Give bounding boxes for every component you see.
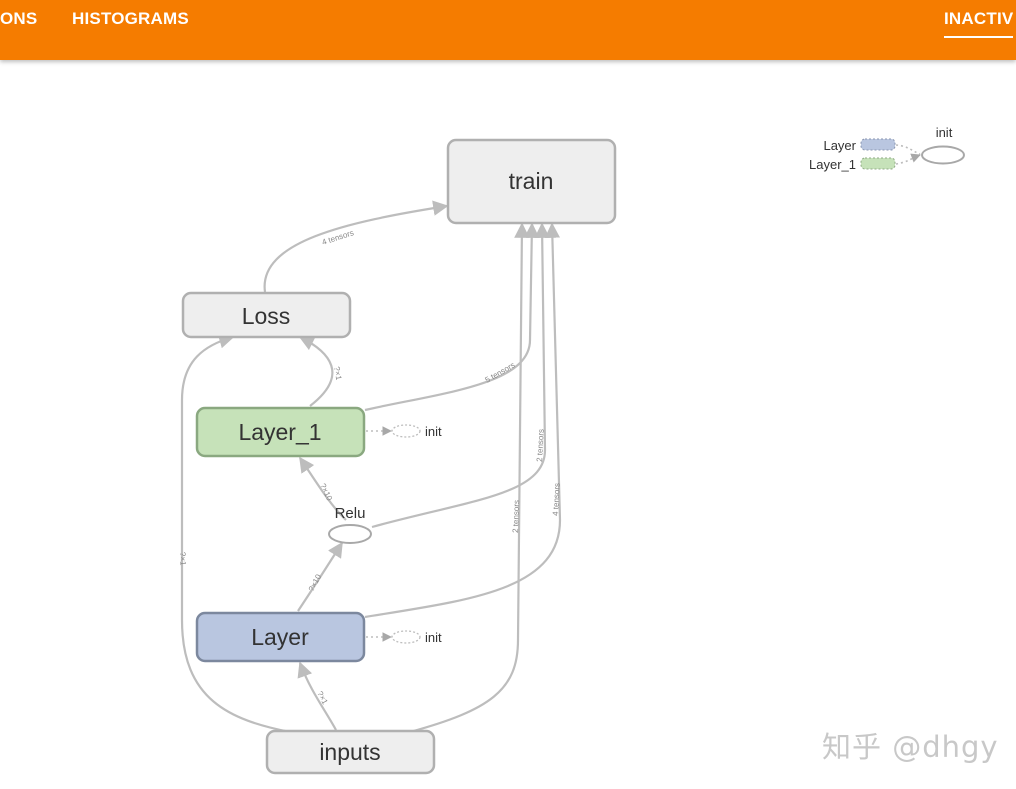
edge-label-layer1-to-train: 5 tensors xyxy=(484,360,517,384)
edge-label-loss-to-train: 4 tensors xyxy=(321,228,355,247)
init-node-layer[interactable] xyxy=(391,630,421,644)
edge-loss-to-train xyxy=(263,200,449,293)
edge-label-layer-to-train: 4 tensors xyxy=(551,483,562,516)
legend-swatch-layer-1 xyxy=(860,157,896,170)
node-train-label: train xyxy=(509,168,554,194)
node-layer-box[interactable] xyxy=(195,611,366,663)
node-loss[interactable]: Loss xyxy=(181,291,352,339)
node-relu[interactable]: Relu xyxy=(328,505,372,544)
init-label-layer: init xyxy=(425,630,442,645)
edge-relu-to-train xyxy=(371,222,550,529)
node-relu-label: Relu xyxy=(335,505,366,522)
node-layer[interactable]: Layer xyxy=(195,611,366,663)
edge-layer1-to-loss xyxy=(298,336,334,407)
node-layer-1[interactable]: Layer_1 xyxy=(195,406,366,458)
edge-relu-to-layer1 xyxy=(299,456,347,521)
top-nav-bar: ONS HISTOGRAMS INACTIV xyxy=(0,0,1016,60)
edge-label-layer1-to-loss: ?×1 xyxy=(332,366,343,381)
node-inputs[interactable]: inputs xyxy=(265,729,436,775)
init-node-layer-1[interactable] xyxy=(391,424,421,438)
edge-layer-to-train xyxy=(364,222,562,619)
init-label-layer-1: init xyxy=(425,424,442,439)
tab-distributions[interactable]: ONS xyxy=(0,9,38,28)
legend-label-layer-1: Layer_1 xyxy=(809,157,856,172)
node-layer-1-box[interactable] xyxy=(195,406,366,458)
edge-layer1-to-train xyxy=(364,222,540,412)
edge-inputs-to-train xyxy=(409,222,530,734)
node-layer-1-label: Layer_1 xyxy=(238,419,321,445)
tab-histograms[interactable]: HISTOGRAMS xyxy=(72,9,189,28)
node-loss-label: Loss xyxy=(242,303,291,329)
legend-label-layer: Layer xyxy=(823,138,856,153)
edge-label-relu-to-layer1: ?×10 xyxy=(318,482,334,503)
edge-label-relu-to-train: 2 tensors xyxy=(535,429,546,462)
node-layer-label: Layer xyxy=(251,624,309,650)
node-train[interactable]: train xyxy=(446,138,617,225)
node-inputs-box[interactable] xyxy=(265,729,436,775)
legend-init-label: init xyxy=(936,125,953,140)
watermark: 知乎 @dhgy xyxy=(822,730,999,764)
series-legend: Layer Layer_1 init xyxy=(809,125,965,172)
init-stubs: init init xyxy=(366,424,442,645)
node-relu-ellipse[interactable] xyxy=(328,524,372,544)
graph-edges xyxy=(180,200,562,734)
edge-label-inputs-to-loss: ?×1 xyxy=(178,552,187,566)
legend-edge-layer-1 xyxy=(895,153,921,165)
legend-edge-layer xyxy=(895,144,921,155)
edge-inputs-to-layer xyxy=(297,661,337,731)
legend-swatch-layer xyxy=(860,138,896,151)
node-train-box[interactable] xyxy=(446,138,617,225)
edge-inputs-to-loss xyxy=(180,333,291,734)
edge-label-inputs-to-train: 2 tensors xyxy=(511,500,521,533)
legend-init-node[interactable] xyxy=(921,145,965,165)
node-inputs-label: inputs xyxy=(319,739,380,765)
edge-layer-to-relu xyxy=(297,541,343,612)
tab-inactive[interactable]: INACTIV xyxy=(944,9,1014,38)
node-loss-box[interactable] xyxy=(181,291,352,339)
